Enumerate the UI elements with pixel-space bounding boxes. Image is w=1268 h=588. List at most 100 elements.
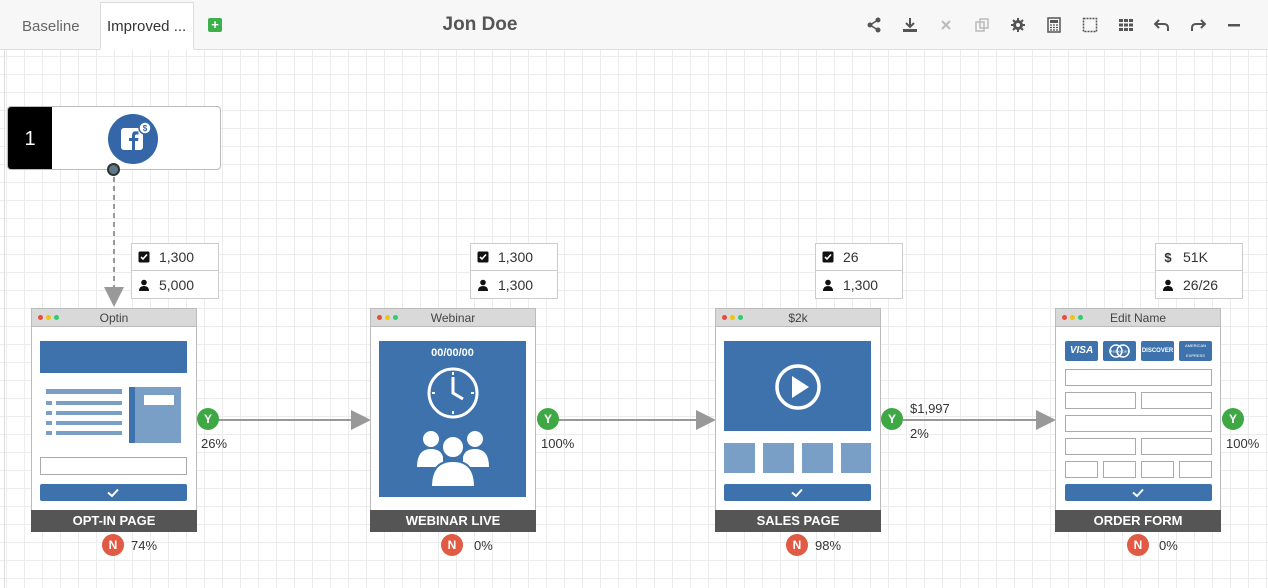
toolbar	[864, 15, 1260, 35]
yes-path-handle[interactable]: Y	[881, 408, 903, 430]
stat-value: 26	[843, 249, 859, 265]
thumbnail	[802, 443, 833, 473]
text-line	[46, 389, 122, 394]
text-line	[56, 401, 122, 405]
mastercard-icon: MasterCard	[1103, 341, 1136, 361]
form-field	[1065, 392, 1136, 409]
form-field	[1065, 369, 1212, 386]
redo-icon[interactable]	[1188, 15, 1208, 35]
stat-visitors: 5,000	[131, 271, 219, 299]
no-percentage: 74%	[131, 538, 158, 553]
zoom-out-icon[interactable]	[1224, 15, 1244, 35]
no-path-handle[interactable]: N	[1127, 534, 1149, 556]
tab-label: Improved ...	[107, 17, 187, 35]
checkbox-icon	[477, 251, 489, 263]
node-footer: OPT-IN PAGE	[31, 510, 197, 532]
page-title: Jon Doe	[442, 14, 518, 35]
svg-text:MasterCard: MasterCard	[1109, 349, 1130, 354]
close-icon[interactable]	[936, 15, 956, 35]
source-output-handle[interactable]	[107, 163, 120, 176]
share-icon[interactable]	[864, 15, 884, 35]
bullet	[46, 401, 52, 405]
no-path-handle[interactable]: N	[441, 534, 463, 556]
play-icon	[775, 364, 821, 410]
checkbox-icon	[822, 251, 834, 263]
text-line	[56, 421, 122, 425]
check-icon	[107, 488, 119, 498]
stat-conversions: 1,300	[131, 243, 219, 271]
traffic-source-node[interactable]: 1 $	[7, 106, 221, 170]
amex-card-icon: AMERICAN EXPRESS	[1179, 341, 1212, 361]
window-dots	[38, 315, 62, 320]
book-label	[144, 395, 174, 405]
grid-icon[interactable]	[1116, 15, 1136, 35]
thumbnail	[724, 443, 755, 473]
yes-percentage: 100%	[541, 436, 575, 451]
no-path-handle[interactable]: N	[102, 534, 124, 556]
text-line	[56, 431, 122, 435]
stat-value: 1,300	[498, 249, 534, 265]
yes-percentage: 2%	[910, 426, 929, 441]
form-field	[1141, 392, 1212, 409]
visa-card-icon: VISA	[1065, 341, 1098, 361]
stat-visitors: 26/26	[1155, 271, 1243, 299]
tab-label: Baseline	[22, 17, 80, 35]
add-tab-button[interactable]: +	[208, 18, 222, 32]
yes-path-handle[interactable]: Y	[197, 408, 219, 430]
select-area-icon[interactable]	[1080, 15, 1100, 35]
facebook-ads-icon: $	[108, 114, 158, 164]
download-icon[interactable]	[900, 15, 920, 35]
window-dots	[377, 315, 401, 320]
undo-icon[interactable]	[1152, 15, 1172, 35]
order-form-node[interactable]: Edit Name VISA MasterCard DISCOVER AMERI…	[1055, 308, 1221, 532]
optin-page-node[interactable]: Optin OPT-IN PAGE	[31, 308, 197, 532]
stat-value: 51K	[1183, 249, 1208, 265]
bullet	[46, 431, 52, 435]
webinar-screen: 00/00/00	[379, 341, 526, 497]
video-block	[724, 341, 871, 431]
node-footer: ORDER FORM	[1055, 510, 1221, 532]
stat-conversions: 26	[815, 243, 903, 271]
bullet	[46, 411, 52, 415]
form-field	[1141, 438, 1212, 455]
no-path-handle[interactable]: N	[786, 534, 808, 556]
checkbox-icon	[138, 251, 150, 263]
text-line	[56, 411, 122, 415]
book-spine	[129, 387, 135, 443]
form-field	[1065, 438, 1136, 455]
sales-stats: 26 1,300	[815, 243, 903, 299]
stat-visitors: 1,300	[470, 271, 558, 299]
sales-page-node[interactable]: $2k SALES PAGE	[715, 308, 881, 532]
form-field	[1103, 461, 1136, 478]
user-icon	[138, 279, 150, 291]
tab-baseline[interactable]: Baseline	[16, 2, 86, 50]
yes-path-handle[interactable]: Y	[537, 408, 559, 430]
node-footer: WEBINAR LIVE	[370, 510, 536, 532]
order-button	[1065, 484, 1212, 501]
node-header-label[interactable]: Optin	[99, 311, 129, 325]
user-icon	[477, 279, 489, 291]
calculator-icon[interactable]	[1044, 15, 1064, 35]
revenue-amount: $1,997	[910, 401, 950, 416]
node-header: Optin	[32, 309, 196, 327]
window-dots	[722, 315, 746, 320]
optin-stats: 1,300 5,000	[131, 243, 219, 299]
no-percentage: 98%	[815, 538, 842, 553]
webinar-live-node[interactable]: Webinar 00/00/00 WEBINAR LIVE	[370, 308, 536, 532]
tab-improved[interactable]: Improved ...	[100, 2, 194, 50]
bullet	[46, 421, 52, 425]
node-header-label[interactable]: $2k	[788, 311, 808, 325]
node-header: Webinar	[371, 309, 535, 327]
no-percentage: 0%	[1159, 538, 1178, 553]
top-bar: Baseline Improved ... + Jon Doe	[0, 0, 1268, 50]
webinar-date: 00/00/00	[431, 347, 474, 359]
svg-text:$: $	[143, 124, 148, 133]
gear-icon[interactable]	[1008, 15, 1028, 35]
copy-icon[interactable]	[972, 15, 992, 35]
node-header-label[interactable]: Edit Name	[1109, 311, 1167, 325]
node-header-label[interactable]: Webinar	[430, 311, 476, 325]
stat-value: 1,300	[159, 249, 195, 265]
stat-value: 1,300	[498, 276, 534, 293]
buy-button	[724, 484, 871, 501]
yes-path-handle[interactable]: Y	[1222, 408, 1244, 430]
